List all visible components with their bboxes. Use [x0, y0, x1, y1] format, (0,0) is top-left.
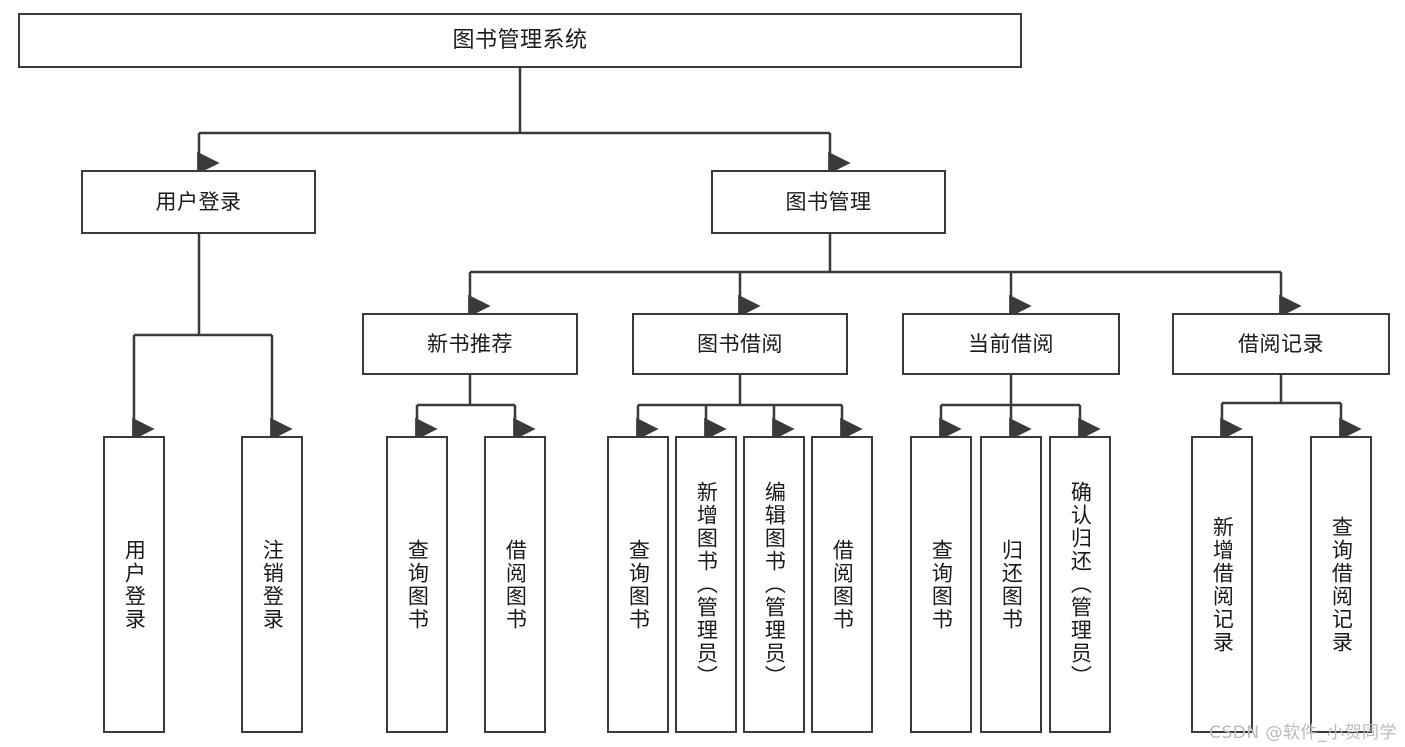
leaf-query-book-2[interactable]: 查询图书 — [607, 436, 669, 733]
leaf-confirm-return-label: 确认归还（管理员） — [1068, 481, 1093, 688]
node-borrow-record[interactable]: 借阅记录 — [1172, 313, 1390, 375]
leaf-query-record-label: 查询借阅记录 — [1329, 515, 1354, 654]
leaf-user-login[interactable]: 用户登录 — [103, 436, 165, 733]
leaf-query-book-2-label: 查询图书 — [626, 538, 651, 631]
leaf-return-book[interactable]: 归还图书 — [980, 436, 1042, 733]
leaf-query-book-3-label: 查询图书 — [929, 538, 954, 631]
node-book-manage[interactable]: 图书管理 — [711, 170, 946, 234]
leaf-borrow-book-2-label: 借阅图书 — [830, 538, 855, 631]
leaf-borrow-book-1[interactable]: 借阅图书 — [484, 436, 546, 733]
leaf-borrow-book-2[interactable]: 借阅图书 — [811, 436, 873, 733]
leaf-edit-book[interactable]: 编辑图书（管理员） — [743, 436, 805, 733]
node-current-borrow[interactable]: 当前借阅 — [902, 313, 1120, 375]
leaf-logout-login-label: 注销登录 — [260, 538, 285, 631]
leaf-user-login-label: 用户登录 — [122, 538, 147, 631]
leaf-edit-book-label: 编辑图书（管理员） — [762, 481, 787, 688]
node-user-login[interactable]: 用户登录 — [81, 170, 316, 234]
node-root[interactable]: 图书管理系统 — [18, 13, 1022, 68]
leaf-add-book-label: 新增图书（管理员） — [694, 481, 719, 688]
leaf-add-record[interactable]: 新增借阅记录 — [1191, 436, 1253, 733]
leaf-query-record[interactable]: 查询借阅记录 — [1310, 436, 1372, 733]
leaf-add-record-label: 新增借阅记录 — [1210, 515, 1235, 654]
node-book-borrow[interactable]: 图书借阅 — [632, 313, 848, 375]
leaf-query-book-1[interactable]: 查询图书 — [386, 436, 448, 733]
leaf-logout-login[interactable]: 注销登录 — [241, 436, 303, 733]
leaf-query-book-1-label: 查询图书 — [405, 538, 430, 631]
leaf-confirm-return[interactable]: 确认归还（管理员） — [1049, 436, 1111, 733]
leaf-query-book-3[interactable]: 查询图书 — [910, 436, 972, 733]
leaf-add-book[interactable]: 新增图书（管理员） — [675, 436, 737, 733]
leaf-return-book-label: 归还图书 — [999, 538, 1024, 631]
watermark-text: CSDN @软件_小贺同学 — [1209, 723, 1397, 743]
node-new-book-recommend[interactable]: 新书推荐 — [362, 313, 578, 375]
leaf-borrow-book-1-label: 借阅图书 — [503, 538, 528, 631]
